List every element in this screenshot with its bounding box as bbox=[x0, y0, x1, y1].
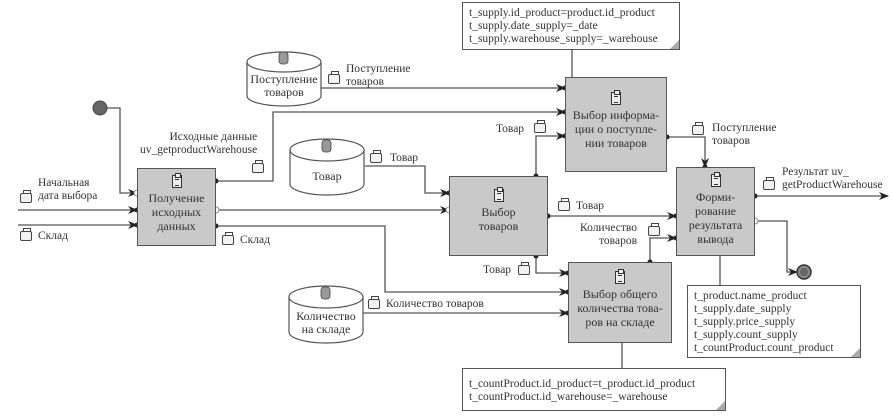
process-label: количества това- bbox=[577, 301, 663, 315]
label-warehouse-out: Склад bbox=[240, 234, 270, 246]
process-label: вывода bbox=[697, 232, 734, 246]
clipboard-icon bbox=[710, 172, 721, 187]
label-result: Результат uv_getProductWarehouse bbox=[782, 166, 883, 191]
message-icon bbox=[518, 262, 530, 275]
message-icon bbox=[252, 160, 264, 173]
process-label: Получение bbox=[148, 191, 205, 205]
note-line: t_product.name_product bbox=[694, 290, 807, 302]
process-select-total-count[interactable]: Выбор общего количества това- ров на скл… bbox=[568, 262, 672, 343]
message-icon bbox=[692, 122, 704, 135]
clipboard-icon bbox=[611, 90, 621, 105]
datastore-product-shape bbox=[289, 138, 365, 196]
note-result-fields: t_product.name_product t_supply.date_sup… bbox=[687, 285, 861, 358]
database-icon bbox=[320, 286, 331, 300]
process-select-products[interactable]: Выбор товаров bbox=[449, 176, 548, 256]
note-line: t_supply.price_supply bbox=[694, 316, 796, 328]
label-product-to-result: Товар bbox=[576, 200, 605, 212]
flow-initial-data bbox=[216, 108, 566, 182]
datastore-supply[interactable]: Поступление товаров bbox=[247, 73, 321, 99]
label-product-to-count: Товар bbox=[483, 264, 512, 276]
flow-supply-to-result bbox=[667, 136, 709, 168]
note-line: t_countProduct.count_product bbox=[694, 342, 834, 354]
process-get-initial[interactable]: Получение исходных данных bbox=[137, 168, 216, 246]
datastore-product[interactable]: Товар bbox=[290, 170, 364, 183]
note-supply-conditions: t_supply.id_product=product.id_product t… bbox=[462, 2, 680, 50]
note-line: t_supply.id_product=product.id_product bbox=[469, 7, 655, 19]
datastore-label: Товар bbox=[312, 169, 342, 183]
process-label: Выбор общего bbox=[582, 287, 658, 301]
label-product-flow: Товар bbox=[390, 152, 419, 164]
flow-to-end bbox=[755, 220, 798, 276]
flow-start bbox=[107, 107, 138, 197]
note-line: t_supply.date_supply bbox=[694, 303, 792, 315]
start-event bbox=[92, 100, 108, 116]
flow-warehouse-out bbox=[216, 225, 569, 296]
message-icon bbox=[370, 150, 382, 163]
label-product-to-supply: Товар bbox=[496, 123, 525, 135]
process-label: ции о поступле- bbox=[574, 122, 658, 136]
message-icon bbox=[328, 71, 340, 84]
process-label: рование bbox=[694, 204, 736, 218]
clipboard-icon bbox=[171, 173, 182, 188]
process-label: Выбор bbox=[481, 205, 516, 219]
database-icon bbox=[278, 51, 289, 65]
flow-product-store bbox=[365, 165, 450, 197]
process-label: результата bbox=[688, 218, 743, 232]
flow-count-to-result bbox=[649, 234, 677, 262]
clipboard-icon bbox=[615, 269, 625, 284]
message-icon bbox=[20, 190, 32, 203]
datastore-label: Количество bbox=[296, 309, 356, 323]
message-icon bbox=[763, 177, 775, 190]
process-label: Форми- bbox=[695, 190, 736, 204]
flow-products-to-count bbox=[535, 256, 569, 277]
flow-products-to-supply bbox=[535, 132, 566, 176]
database-icon bbox=[321, 139, 332, 153]
note-line: t_supply.date_supply=_date bbox=[469, 20, 598, 32]
note-line: t_supply.warehouse_supply=_warehouse bbox=[469, 33, 658, 45]
message-icon bbox=[534, 120, 546, 133]
process-label: товаров bbox=[478, 219, 519, 233]
message-icon bbox=[558, 198, 570, 211]
message-icon bbox=[368, 296, 380, 309]
datastore-label: на складе bbox=[301, 322, 351, 336]
note-line: t_countProduct.id_warehouse=_warehouse bbox=[469, 391, 668, 403]
label-warehouse-in: Склад bbox=[38, 230, 68, 242]
message-icon bbox=[648, 223, 660, 236]
note-line: t_countProduct.id_product=t_product.id_p… bbox=[469, 378, 696, 390]
process-label: нии товаров bbox=[585, 136, 647, 150]
note-line: t_supply.count_supply bbox=[694, 329, 798, 341]
datastore-label: товаров bbox=[264, 85, 304, 99]
process-label: Выбор информа- bbox=[572, 108, 660, 122]
process-select-supply-info[interactable]: Выбор информа- ции о поступле- нии товар… bbox=[565, 77, 667, 172]
process-label: ров на складе bbox=[585, 315, 655, 329]
message-icon bbox=[20, 228, 32, 241]
clipboard-icon bbox=[493, 187, 504, 202]
process-label: данных bbox=[157, 219, 196, 233]
label-count-flow: Количество товаров bbox=[386, 298, 484, 310]
datastore-count[interactable]: Количество на складе bbox=[289, 310, 363, 336]
process-form-result[interactable]: Форми- рование результата вывода bbox=[676, 167, 755, 256]
note-count-conditions: t_countProduct.id_product=t_product.id_p… bbox=[462, 368, 726, 411]
message-icon bbox=[222, 232, 234, 245]
process-label: исходных bbox=[151, 205, 202, 219]
datastore-label: Поступление bbox=[250, 72, 318, 86]
